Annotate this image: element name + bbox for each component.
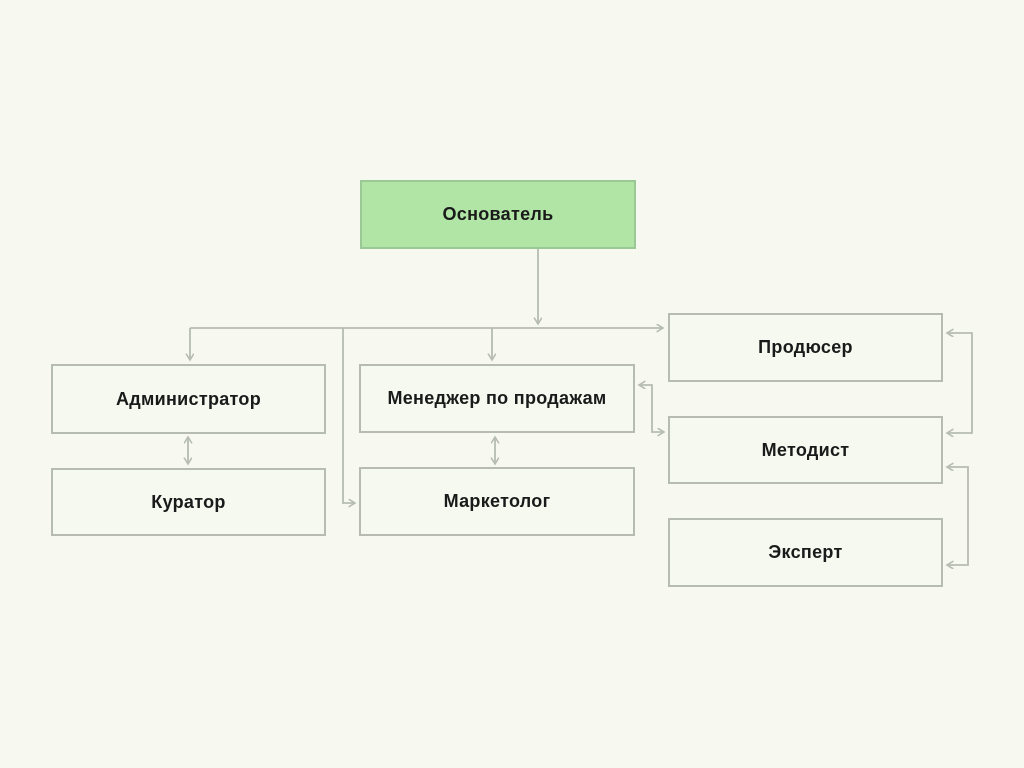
node-label-sales-manager: Менеджер по продажам (387, 388, 607, 408)
node-curator: Куратор (51, 468, 326, 536)
node-administrator: Администратор (51, 364, 326, 434)
node-label-producer: Продюсер (758, 337, 853, 357)
node-label-expert: Эксперт (768, 542, 843, 562)
node-label-administrator: Администратор (115, 388, 262, 409)
node-founder: Основатель (360, 180, 636, 249)
node-label-marketer: Маркетолог (443, 491, 551, 511)
node-expert: Эксперт (668, 518, 943, 587)
node-label-curator: Куратор (151, 491, 226, 512)
edge-methodist-expert (947, 467, 969, 565)
node-label-founder: Основатель (442, 204, 554, 224)
node-methodist: Методист (668, 416, 943, 484)
node-producer: Продюсер (668, 313, 943, 382)
node-label-methodist: Методист (761, 439, 850, 460)
node-marketer: Маркетолог (359, 467, 635, 536)
edge-sales-manager-methodist (639, 385, 664, 432)
edge-producer-methodist (947, 333, 973, 433)
edge-bus-to-marketer (342, 328, 355, 503)
node-sales-manager: Менеджер по продажам (359, 364, 635, 433)
